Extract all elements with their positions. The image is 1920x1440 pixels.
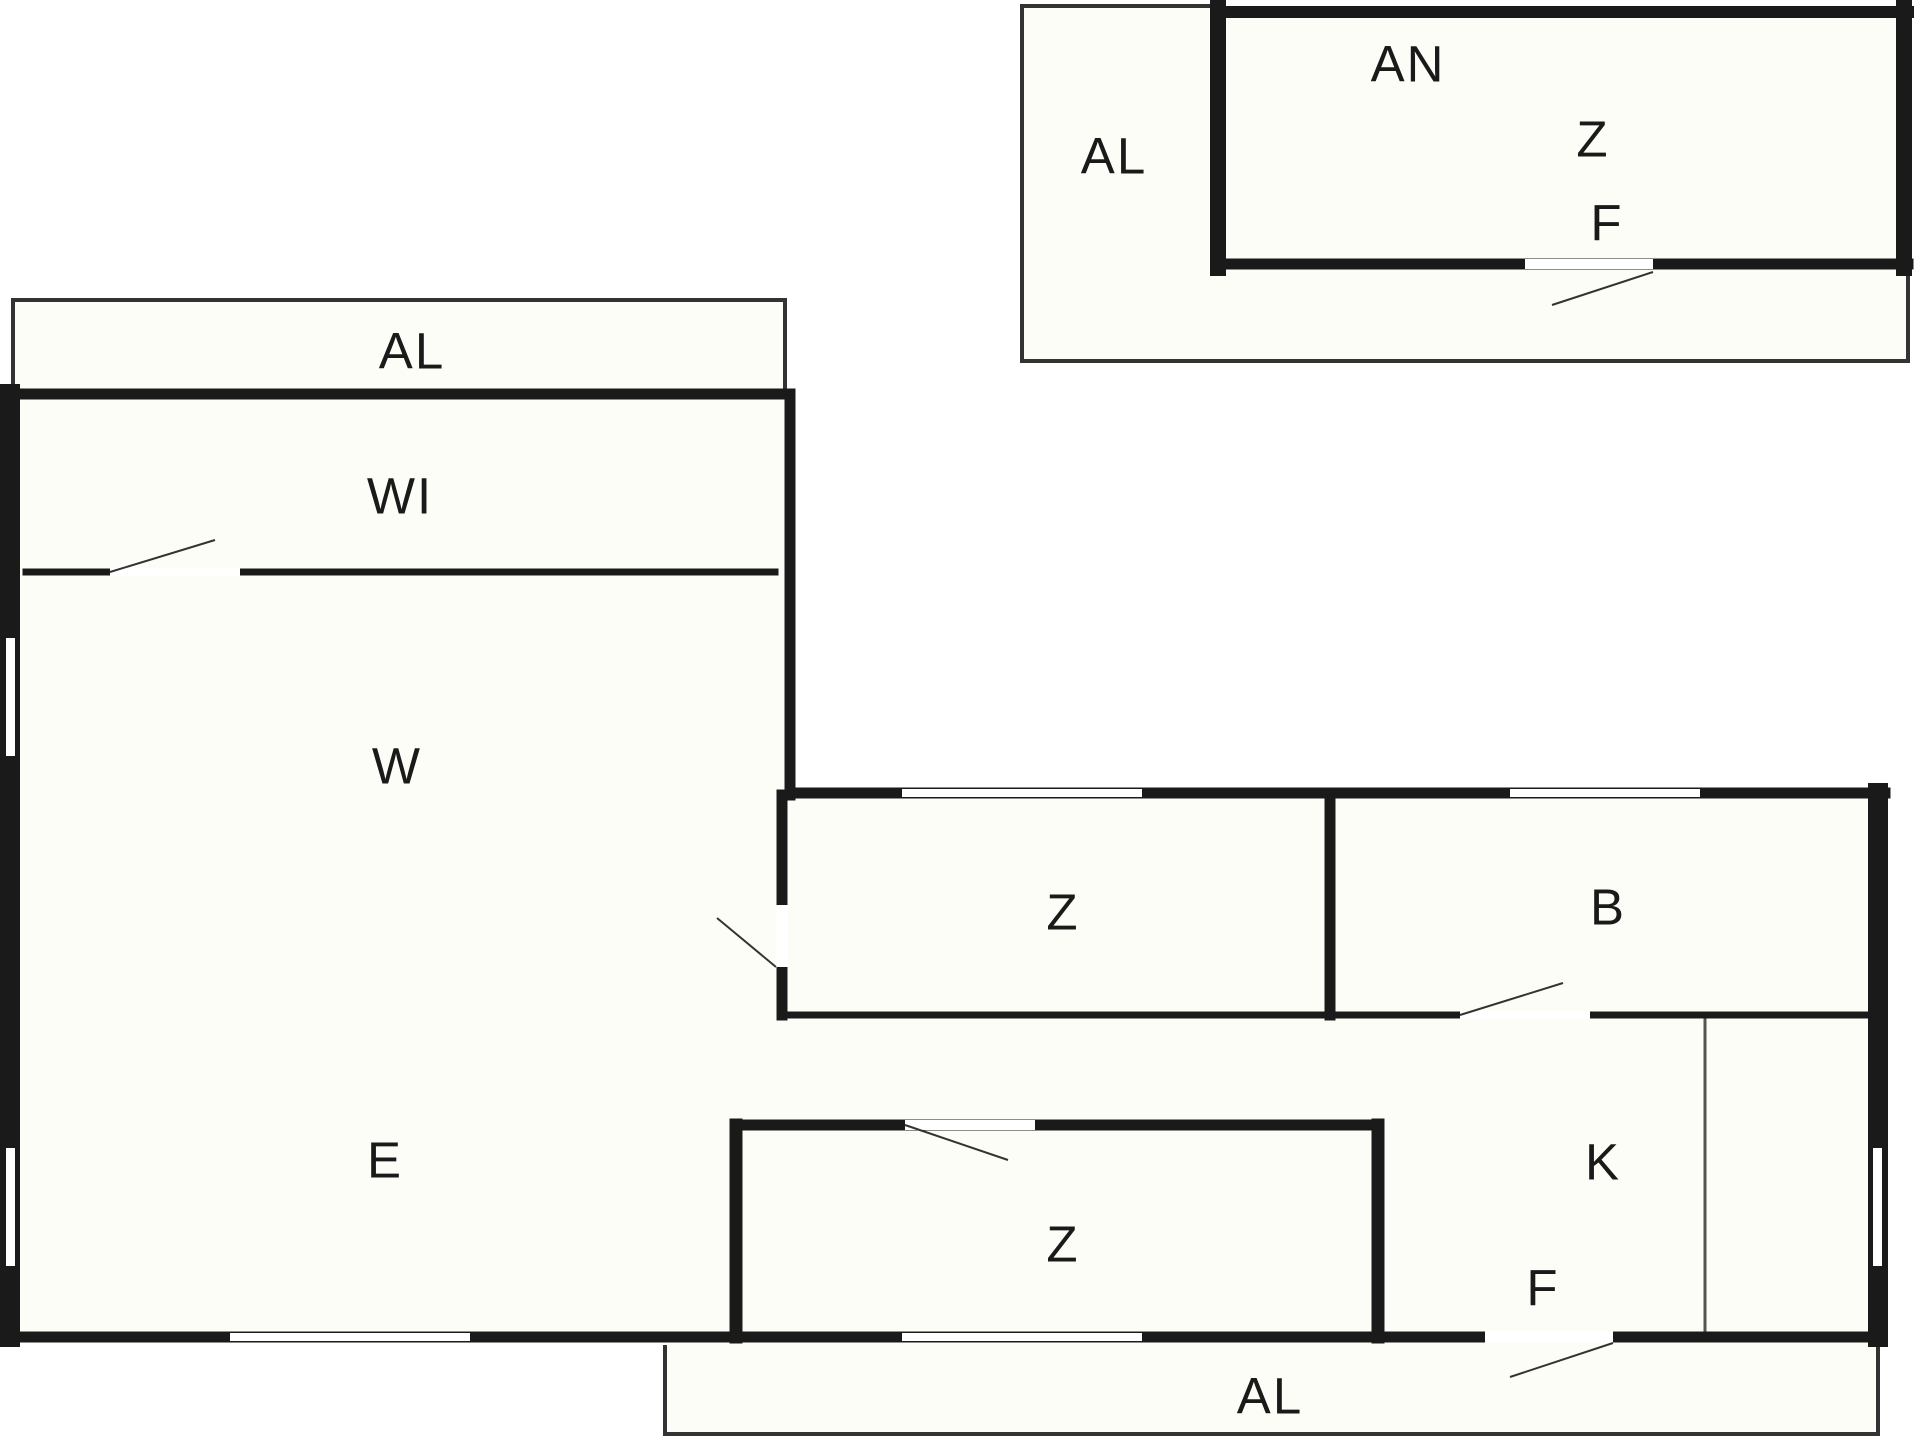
label-annex: AN (1371, 35, 1446, 92)
door-swings (109, 271, 1654, 1378)
window-top-right (1510, 789, 1700, 797)
door-bedroom-lower (905, 1120, 1035, 1130)
label-kitchen: K (1585, 1133, 1621, 1190)
annex-balcony-floor (1022, 6, 1908, 361)
window-left-lower (6, 1148, 15, 1266)
window-bottom-left (230, 1333, 470, 1341)
living-floor (10, 392, 792, 1337)
label-annex-extra: F (1590, 194, 1623, 251)
openings (6, 259, 1882, 1343)
label-walkin: WI (367, 467, 433, 524)
label-balcony-top-left: AL (379, 322, 445, 379)
window-top-mid (902, 789, 1142, 797)
label-balcony-bottom: AL (1237, 1367, 1303, 1424)
door-walkin (110, 568, 240, 576)
label-annex-room: Z (1576, 110, 1609, 167)
window-bottom-mid (902, 1333, 1142, 1341)
label-bathroom: B (1590, 878, 1626, 935)
door-bedroom-middle (776, 905, 788, 967)
label-annex-balcony: AL (1081, 127, 1147, 184)
door-kitchen-balcony (1485, 1331, 1613, 1343)
door-annex (1525, 259, 1653, 269)
balcony-top-left-floor (12, 300, 785, 392)
balcony-outlines (11, 4, 1910, 1436)
balcony-bottom-floor (665, 1337, 1878, 1434)
window-right (1873, 1148, 1882, 1266)
label-bedroom-middle: Z (1046, 883, 1079, 940)
door-bath (1460, 1011, 1590, 1019)
floor-areas (10, 6, 1908, 1434)
label-bedroom-lower: Z (1046, 1215, 1079, 1272)
label-entry: E (367, 1131, 403, 1188)
label-living: W (372, 737, 422, 794)
window-left-upper (6, 638, 15, 756)
label-kitchen-extra: F (1526, 1259, 1559, 1316)
room-labels: AL WI W E Z B Z K F AL AN Z F AL (367, 35, 1626, 1424)
